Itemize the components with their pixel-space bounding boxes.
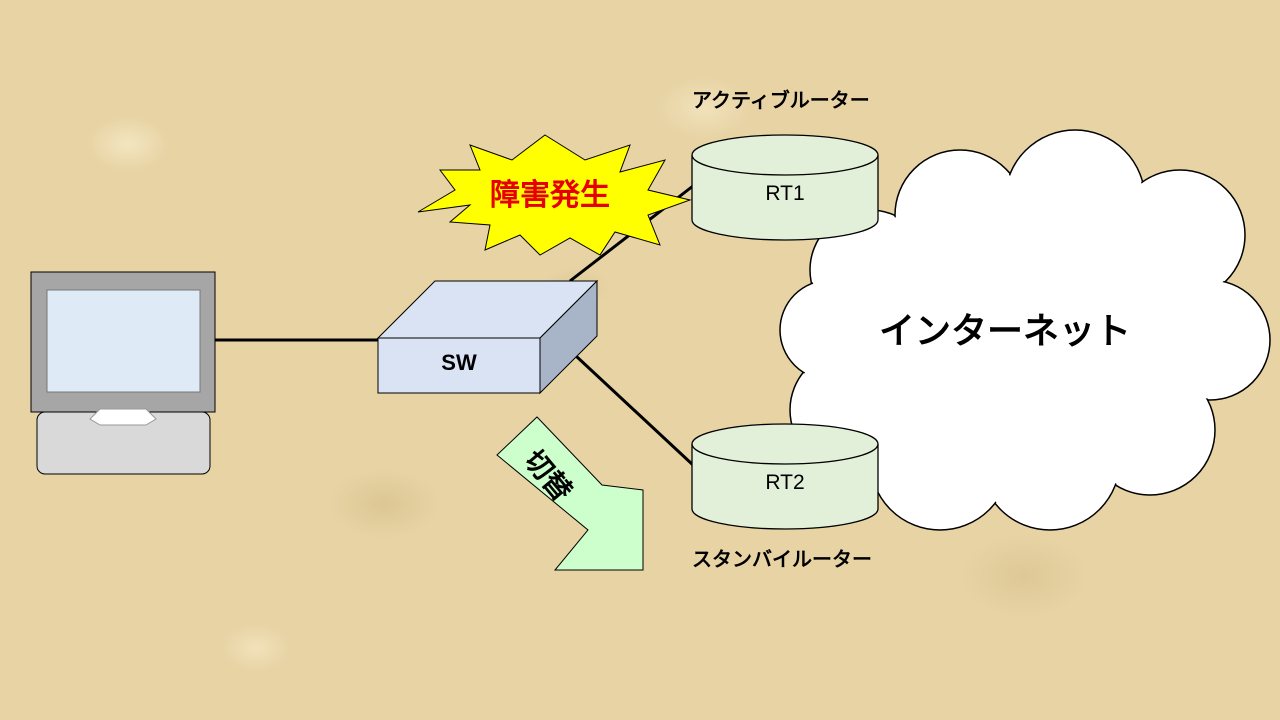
switchover-arrow-icon [496,416,644,571]
failure-burst-icon [417,134,692,256]
link-sw-rt2 [574,354,695,467]
internet-cloud-fill [781,131,1269,529]
sw-label: SW [441,350,477,375]
active-router-caption: アクティブルーター [692,88,870,112]
router-rt2-icon [691,423,879,530]
failure-label: 障害発生 [490,178,610,213]
computer-icon [30,271,216,475]
router-rt1-icon [691,134,879,241]
rt1-label: RT1 [765,182,805,205]
internet-label: インターネット [878,311,1131,352]
switch-sw-icon [376,279,599,395]
rt2-label: RT2 [765,471,805,494]
standby-router-caption: スタンバイルーター [692,547,872,571]
